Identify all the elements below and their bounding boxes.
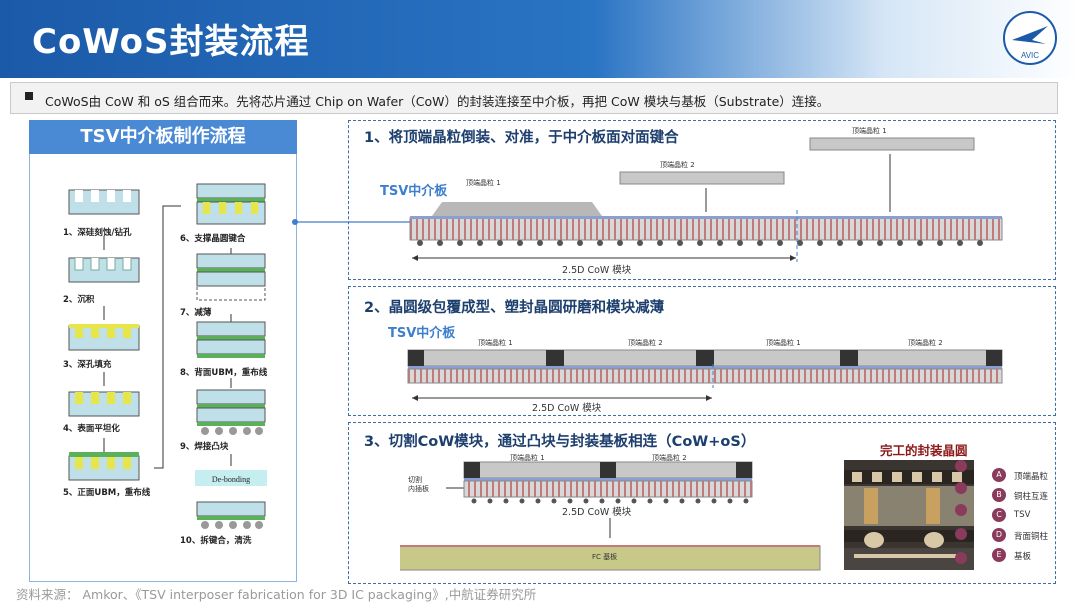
step5-wafer <box>68 452 140 481</box>
legend-marker-a: A <box>992 468 1006 482</box>
step9-wafer <box>196 389 266 435</box>
legend-marker-e: E <box>992 548 1006 562</box>
step2-die-label-1: 顶端晶粒 1 <box>478 339 513 347</box>
step3-die-label-2: 顶端晶粒 2 <box>652 454 687 462</box>
step2-wafer <box>68 257 140 283</box>
step-label-9: 9、焊接凸块 <box>180 442 229 452</box>
intro-box: CoWoS由 CoW 和 oS 组合而来。先将芯片通过 Chip on Wafe… <box>10 82 1058 114</box>
step-label-5: 5、正面UBM，重布线 <box>63 488 151 498</box>
step4-wafer <box>68 391 140 417</box>
legend-text-d: 背面铜柱 <box>1014 532 1049 542</box>
step3-die-label-1: 顶端晶粒 1 <box>510 454 545 462</box>
step-label-2: 2、沉积 <box>63 295 95 305</box>
step-label-3: 3、深孔填充 <box>63 360 112 370</box>
legend-marker-c: C <box>992 508 1006 522</box>
step3-title: 3、切割CoW模块，通过凸块与封装基板相连（CoW+oS） <box>364 434 756 450</box>
step7-wafer <box>196 253 266 301</box>
step3-wafer <box>68 324 140 351</box>
logo-text: AVIC <box>1021 51 1039 60</box>
legend-marker-b: B <box>992 488 1006 502</box>
step1-wafer <box>68 189 140 215</box>
page-title: CoWoS封装流程 <box>32 22 310 62</box>
legend-marker-d: D <box>992 528 1006 542</box>
step1-diagram <box>409 137 1003 262</box>
step1-tsv-label: TSV中介板 <box>380 184 448 199</box>
step-label-8: 8、背面UBM，重布线 <box>180 368 268 378</box>
photo-title: 完工的封装晶圆 <box>880 443 968 458</box>
substrate-label: FC 基板 <box>592 553 618 561</box>
step3-diagram <box>400 461 821 571</box>
avic-logo-icon: AVIC <box>1003 11 1057 65</box>
step3-dimension: 2.5D CoW 模块 <box>562 507 632 518</box>
step-label-6: 6、支撑晶圆键合 <box>180 234 246 244</box>
step1-panel <box>348 120 1056 280</box>
step1-die-label-3: 顶端晶粒 1 <box>852 127 887 135</box>
step2-die-label-2: 顶端晶粒 2 <box>628 339 663 347</box>
debonding-label: De-bonding <box>212 475 250 484</box>
step2-panel <box>348 286 1056 416</box>
step2-tsv-label: TSV中介板 <box>388 326 456 341</box>
step8-wafer <box>196 321 266 358</box>
step1-die-label-2: 顶端晶粒 2 <box>660 161 695 169</box>
step2-diagram <box>407 349 1003 401</box>
debonding-box <box>195 470 267 486</box>
step3-panel <box>348 422 1056 584</box>
source-note: 资料来源： Amkor、《TSV interposer fabrication … <box>16 587 537 602</box>
step-label-7: 7、减薄 <box>180 308 212 318</box>
connector-line <box>292 219 410 225</box>
legend-text-b: 铜柱互连 <box>1014 492 1049 502</box>
step1-dimension: 2.5D CoW 模块 <box>562 265 632 276</box>
photo-markers <box>955 460 967 564</box>
tsv-process-title: TSV中介板制作流程 <box>29 120 297 154</box>
legend-text-a: 顶端晶粒 <box>1014 472 1049 482</box>
step2-die-label-4: 顶端晶粒 2 <box>908 339 943 347</box>
package-cross-section-photo <box>844 460 974 570</box>
tsv-process-diagram: De-bonding <box>68 183 267 529</box>
step-label-10: 10、拆键合，清洗 <box>180 536 252 546</box>
step-label-4: 4、表面平坦化 <box>63 424 120 434</box>
step10-wafer <box>196 501 266 529</box>
step1-die-label-1: 顶端晶粒 1 <box>466 179 501 187</box>
intro-text: CoWoS由 CoW 和 oS 组合而来。先将芯片通过 Chip on Wafe… <box>45 94 830 109</box>
bullet-icon <box>25 92 33 100</box>
step-label-1: 1、深硅刻蚀/钻孔 <box>63 228 132 238</box>
step1-title: 1、将顶端晶粒倒装、对准，于中介板面对面键合 <box>364 130 679 146</box>
step6-wafer <box>196 183 266 225</box>
header-bar <box>0 0 1080 78</box>
step3-side-label: 切割 内插板 <box>408 476 429 493</box>
legend-text-c: TSV <box>1014 510 1031 520</box>
legend-text-e: 基板 <box>1014 552 1032 562</box>
step2-dimension: 2.5D CoW 模块 <box>532 403 602 414</box>
step2-die-label-3: 顶端晶粒 1 <box>766 339 801 347</box>
step2-title: 2、晶圆级包覆成型、塑封晶圆研磨和模块减薄 <box>364 300 665 316</box>
